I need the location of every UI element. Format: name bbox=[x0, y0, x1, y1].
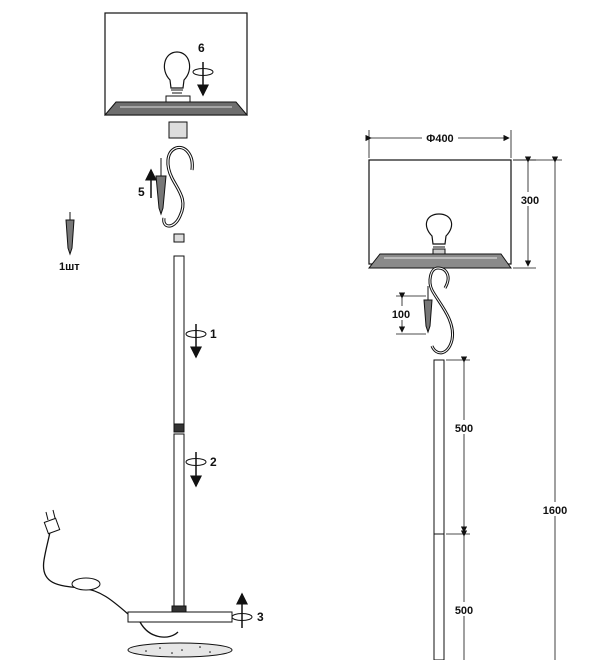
step-2-indicator: 2 bbox=[185, 452, 217, 488]
dim-pendant-length: 100 bbox=[388, 292, 426, 335]
rod-lower-label: 500 bbox=[455, 605, 473, 617]
base bbox=[127, 605, 233, 658]
total-height-label: 1600 bbox=[543, 505, 567, 517]
step-3-indicator: 3 bbox=[231, 592, 264, 628]
shade-height-label: 300 bbox=[521, 195, 539, 207]
crystal-pendant bbox=[155, 158, 167, 216]
plug-icon bbox=[43, 517, 61, 535]
dimension-view: Φ400 300 100 500 5 bbox=[365, 130, 572, 660]
step-3-label: 3 bbox=[257, 610, 264, 624]
rod-lower bbox=[173, 433, 185, 613]
dim-shade-height: 300 bbox=[513, 156, 542, 269]
bulb-icon-2 bbox=[425, 213, 453, 255]
shade-dimensioned bbox=[367, 159, 512, 269]
crystal-part: 1шт bbox=[59, 212, 80, 273]
power-cord bbox=[42, 509, 179, 638]
crystal-pendant-dimensioned bbox=[423, 286, 433, 334]
dim-shade-diameter: Φ400 bbox=[365, 130, 512, 158]
step-2-label: 2 bbox=[210, 455, 217, 469]
foot-switch bbox=[71, 577, 101, 591]
dim-rod-upper: 500 bbox=[446, 356, 476, 535]
shade bbox=[103, 12, 249, 116]
socket bbox=[168, 121, 188, 139]
dim-total-height: 1600 bbox=[513, 156, 572, 660]
step-5-indicator: 5 bbox=[138, 168, 157, 199]
step-1-label: 1 bbox=[210, 327, 217, 341]
pendant-length-label: 100 bbox=[392, 309, 410, 321]
dim-rod-lower: 500 bbox=[452, 530, 476, 660]
step-6-indicator: 6 bbox=[192, 41, 214, 97]
crystal-qty-label: 1шт bbox=[59, 261, 80, 273]
shade-diameter-label: Φ400 bbox=[426, 133, 453, 145]
step-5-label: 5 bbox=[138, 185, 145, 199]
rod-dimensioned bbox=[433, 359, 445, 660]
rod-upper bbox=[173, 255, 185, 433]
bulb-icon bbox=[163, 51, 191, 94]
step-1-indicator: 1 bbox=[185, 324, 217, 359]
s-hook-dimensioned bbox=[428, 266, 455, 355]
rod-upper-label: 500 bbox=[455, 423, 473, 435]
exploded-view: 6 5 1шт 1 bbox=[42, 12, 264, 658]
step-6-label: 6 bbox=[198, 41, 205, 55]
